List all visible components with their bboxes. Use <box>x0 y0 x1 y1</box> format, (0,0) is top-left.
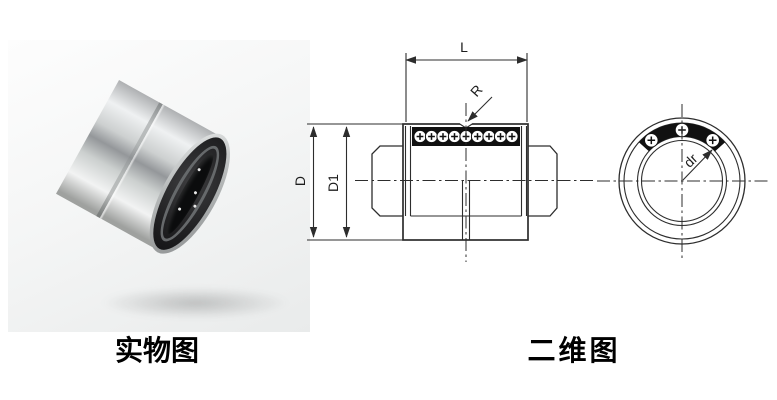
label-D1: D1 <box>325 174 341 192</box>
dimension-dr: dr <box>680 149 713 181</box>
label-D: D <box>292 176 308 186</box>
drawing-caption: 二维图 <box>527 335 621 366</box>
front-end-view: dr <box>597 104 769 259</box>
side-view-balls <box>413 129 519 144</box>
ball-track-wedge <box>638 123 726 152</box>
product-photo <box>8 40 310 332</box>
photo-shadow <box>100 287 290 319</box>
label-L: L <box>460 39 468 55</box>
label-dr: dr <box>680 150 700 170</box>
bearing-photo <box>48 65 290 319</box>
side-section-view: L R D D1 <box>292 39 593 262</box>
shaft-right-end <box>528 145 558 217</box>
dimension-D1: D1 <box>325 126 351 238</box>
dimension-L: L <box>405 39 528 122</box>
dimension-D: D <box>292 126 318 238</box>
photo-caption: 实物图 <box>114 335 199 366</box>
dimension-R: R <box>467 82 493 122</box>
label-R: R <box>467 82 486 100</box>
